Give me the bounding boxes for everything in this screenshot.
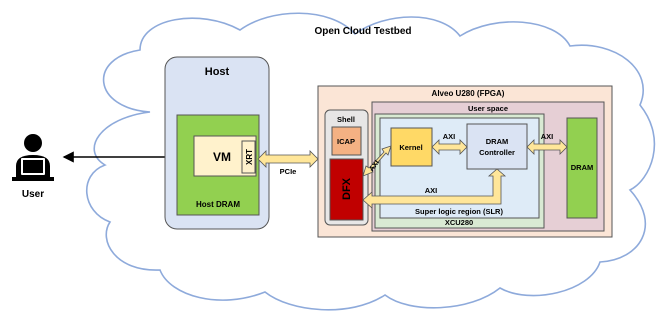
dram-controller-box — [466, 123, 528, 170]
fpga-title: Alveo U280 (FPGA) — [432, 89, 505, 98]
fpga-dram-box — [566, 117, 598, 219]
host-title: Host — [205, 66, 230, 78]
kernel-box — [390, 127, 433, 167]
shell-label: Shell — [337, 115, 355, 124]
dfx-label: DFX — [341, 177, 353, 200]
icap-label: ICAP — [337, 137, 355, 146]
axi-arrow-controller-dfx — [362, 168, 507, 209]
xcu280-label: XCU280 — [445, 218, 473, 227]
user-label: User — [22, 189, 44, 200]
kernel-label: Kernel — [399, 143, 422, 152]
axi-arrow-kernel-controller — [431, 139, 468, 155]
axi-arrow-controller-dram — [526, 139, 568, 155]
axi-label-controller-dram: AXI — [541, 132, 554, 141]
slr-label: Super logic region (SLR) — [415, 207, 503, 216]
dfx-box — [329, 158, 364, 221]
xrt-label: XRT — [245, 149, 254, 165]
user-space-label: User space — [468, 104, 508, 113]
user-at-laptop-icon — [12, 134, 54, 181]
icap-box — [331, 126, 362, 156]
axi-label-kernel-controller: AXI — [443, 132, 456, 141]
cloud-label: Open Cloud Testbed — [314, 26, 411, 37]
dram-controller-line1: DRAM — [486, 137, 509, 146]
pcie-label: PCIe — [280, 167, 297, 176]
vm-label: VM — [213, 150, 231, 164]
axi-label-controller-dfx: AXI — [425, 186, 438, 195]
fpga-dram-label: DRAM — [571, 163, 594, 172]
axi-arrow-dfx-kernel — [362, 145, 392, 177]
xrt-box — [241, 140, 256, 174]
dram-controller-line2: Controller — [479, 148, 515, 157]
host-dram-label: Host DRAM — [196, 200, 240, 209]
